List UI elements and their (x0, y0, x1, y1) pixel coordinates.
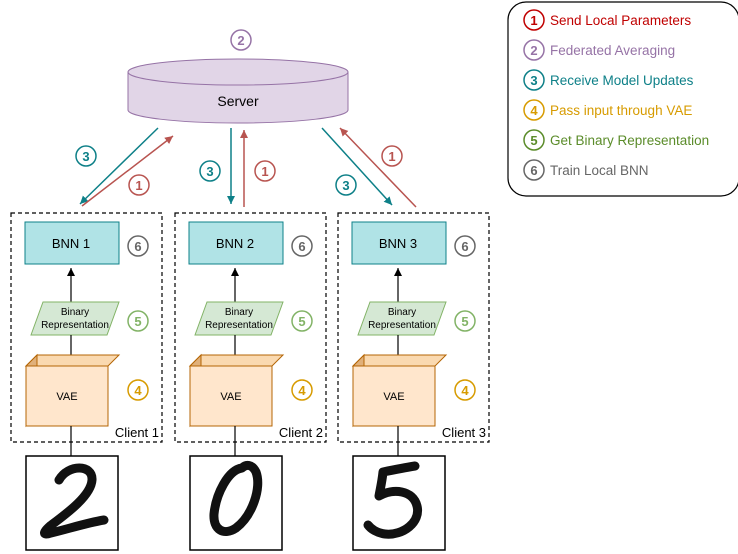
step-2-marker: 2 (230, 29, 252, 51)
step-5-number: 5 (298, 314, 305, 329)
step-1-number: 1 (135, 178, 142, 193)
step-1-marker-client-2: 1 (254, 160, 276, 182)
step-5-number: 5 (134, 314, 141, 329)
step-3-marker-client-1: 3 (75, 145, 97, 167)
legend-item-4: 4 Pass input through VAE (523, 99, 692, 121)
binary-label-line2: Representation (41, 320, 109, 331)
send-arrow-client-1 (81, 135, 174, 207)
bnn-box (351, 221, 447, 265)
step-3-marker-client-2: 3 (199, 160, 221, 182)
client-boundary (337, 212, 490, 443)
step-4-number: 4 (461, 383, 469, 398)
step-6-marker: 6 (291, 235, 313, 257)
binary-representation-box (30, 301, 120, 336)
client-boundary (10, 212, 163, 443)
step-4-number: 4 (298, 383, 306, 398)
binary-representation-box (357, 301, 447, 336)
legend-text: Pass input through VAE (550, 103, 692, 118)
client-boundary (174, 212, 327, 443)
step-4-marker: 4 (454, 379, 476, 401)
bnn-box (188, 221, 284, 265)
input-digit-image (189, 455, 283, 551)
binary-label-line1: Binary (388, 307, 416, 318)
server-node: Server (127, 58, 349, 124)
binary-label-line1: Binary (61, 307, 89, 318)
server-label: Server (217, 93, 259, 109)
step-6-number: 6 (461, 239, 468, 254)
send-arrow-client-3 (339, 127, 417, 208)
step-1-number: 1 (261, 164, 268, 179)
step-4-marker: 4 (127, 379, 149, 401)
binary-label-line1: Binary (225, 307, 253, 318)
legend-item-6: 6 Train Local BNN (523, 159, 649, 181)
legend-item-3: 3 Receive Model Updates (523, 69, 694, 91)
step-1-marker-client-3: 1 (381, 145, 403, 167)
binary-label-line2: Representation (368, 320, 436, 331)
legend-number: 4 (530, 103, 538, 118)
client-label: Client 1 (115, 425, 159, 440)
legend-number: 2 (530, 43, 537, 58)
step-3-number: 3 (342, 178, 349, 193)
step-4-marker: 4 (291, 379, 313, 401)
step-4-number: 4 (134, 383, 142, 398)
step-3-marker-client-3: 3 (335, 174, 357, 196)
legend-box (507, 1, 738, 197)
step-1-number: 1 (388, 149, 395, 164)
step-5-marker: 5 (454, 310, 476, 332)
receive-arrow-client-3 (321, 127, 393, 206)
legend-text: Send Local Parameters (550, 13, 691, 28)
legend-text: Train Local BNN (550, 163, 649, 178)
step-2-number: 2 (237, 33, 244, 48)
legend-number: 1 (530, 13, 537, 28)
input-digit-image (25, 455, 119, 551)
step-3-number: 3 (206, 164, 213, 179)
step-5-marker: 5 (127, 310, 149, 332)
legend-item-1: 1 Send Local Parameters (523, 9, 691, 31)
step-3-number: 3 (82, 149, 89, 164)
legend-text: Receive Model Updates (550, 73, 694, 88)
vae-cube: VAE (351, 353, 448, 428)
legend-text: Get Binary Representation (550, 133, 709, 148)
legend-number: 3 (530, 73, 537, 88)
vae-label: VAE (383, 391, 404, 403)
binary-label-line2: Representation (205, 320, 273, 331)
legend-item-5: 5 Get Binary Representation (523, 129, 709, 151)
client-label: Client 3 (442, 425, 486, 440)
receive-arrow-client-1 (79, 127, 159, 205)
input-digit-image (352, 455, 446, 551)
legend: 1 Send Local Parameters 2 Federated Averagi… (507, 1, 738, 197)
client-label: Client 2 (279, 425, 323, 440)
step-6-number: 6 (298, 239, 305, 254)
vae-cube: VAE (24, 353, 121, 428)
step-6-marker: 6 (454, 235, 476, 257)
step-5-number: 5 (461, 314, 468, 329)
bnn-label: BNN 3 (379, 236, 417, 251)
bnn-box (24, 221, 120, 265)
step-5-marker: 5 (291, 310, 313, 332)
vae-label: VAE (56, 391, 77, 403)
bnn-label: BNN 2 (216, 236, 254, 251)
bnn-label: BNN 1 (52, 236, 90, 251)
vae-cube: VAE (188, 353, 285, 428)
step-1-marker-client-1: 1 (128, 174, 150, 196)
legend-text: Federated Averaging (550, 43, 675, 58)
binary-representation-box (194, 301, 284, 336)
step-6-number: 6 (134, 239, 141, 254)
step-6-marker: 6 (127, 235, 149, 257)
legend-number: 6 (530, 163, 537, 178)
legend-number: 5 (530, 133, 537, 148)
vae-label: VAE (220, 391, 241, 403)
legend-item-2: 2 Federated Averaging (523, 39, 675, 61)
